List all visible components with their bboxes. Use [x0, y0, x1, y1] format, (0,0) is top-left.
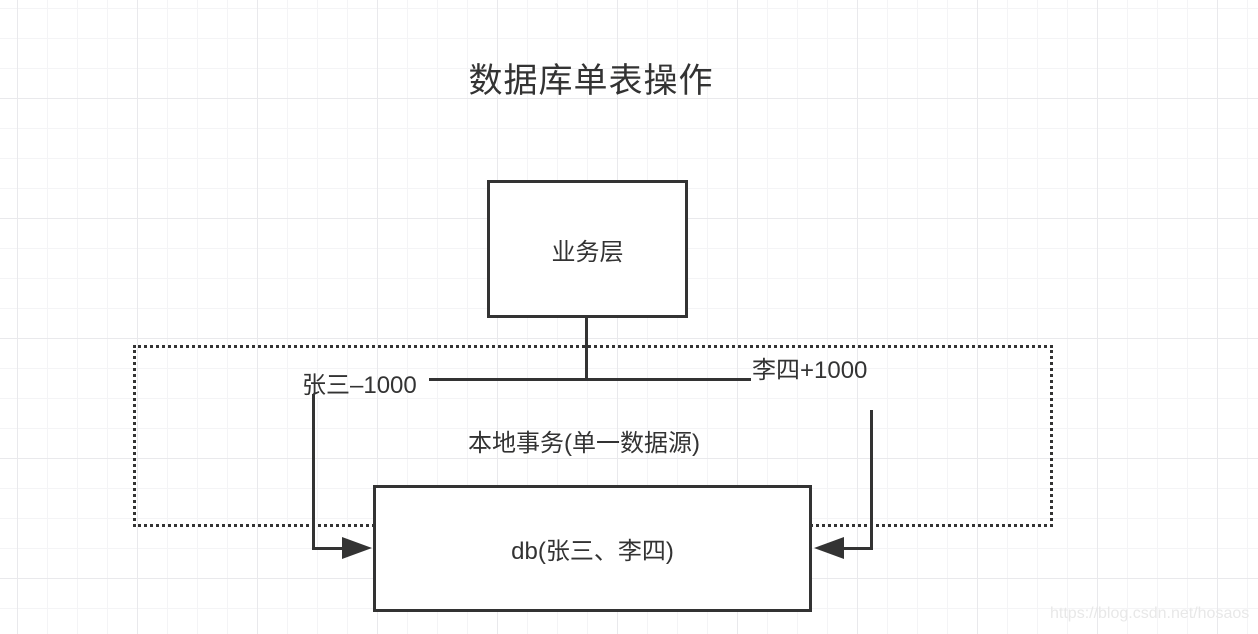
csdn-watermark: https://blog.csdn.net/hosaos	[1050, 605, 1250, 622]
business-layer-label: 业务层	[551, 238, 624, 266]
local-transaction-label: 本地事务(单一数据源)	[468, 430, 700, 457]
connector-business-stem	[585, 318, 588, 381]
connector-split-bar	[429, 378, 751, 381]
db-node: db(张三、李四)	[373, 485, 812, 612]
arrowhead-into-db-left	[342, 537, 372, 559]
connector-zhangsan-horizontal	[312, 547, 344, 550]
connector-lisi-vertical	[870, 410, 873, 550]
connector-zhangsan-vertical	[312, 394, 315, 550]
edge-label-lisi: 李四+1000	[752, 357, 868, 384]
db-label: db(张三、李四)	[511, 538, 674, 565]
connector-lisi-horizontal	[844, 547, 873, 550]
edge-label-zhangsan: 张三–1000	[302, 372, 417, 399]
business-layer-node: 业务层	[487, 180, 688, 318]
diagram-title: 数据库单表操作	[468, 62, 714, 100]
arrowhead-into-db-right	[814, 537, 844, 559]
